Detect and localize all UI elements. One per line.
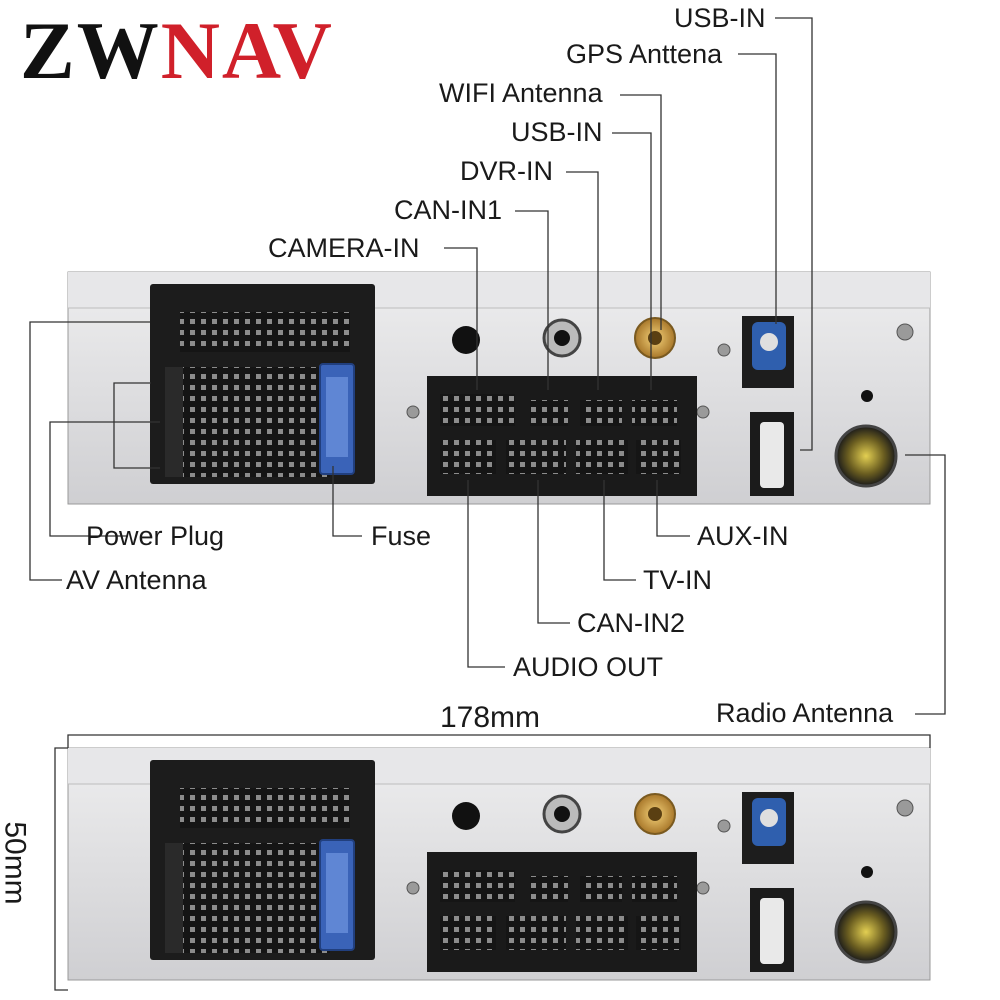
dimension-lines: [54, 734, 931, 991]
label-gps-antenna: GPS Anttena: [566, 39, 723, 69]
label-dvr-in: DVR-IN: [460, 156, 553, 186]
label-wifi-antenna: WIFI Antenna: [439, 78, 603, 108]
label-can-in1: CAN-IN1: [394, 195, 503, 225]
label-can-in2: CAN-IN2: [577, 608, 686, 638]
label-usb-in-2: USB-IN: [511, 117, 603, 147]
head-unit-bottom: [66, 746, 932, 982]
logo-part-nav: NAV: [160, 5, 334, 96]
label-aux-in: AUX-IN: [697, 521, 789, 551]
leader-lines: [29, 17, 946, 715]
label-audio-out: AUDIO OUT: [513, 652, 664, 682]
label-radio-antenna: Radio Antenna: [716, 698, 894, 728]
label-camera-in: CAMERA-IN: [268, 233, 420, 263]
label-tv-in: TV-IN: [643, 565, 713, 595]
dimension-width: 178mm: [440, 701, 541, 734]
dimension-height: 50mm: [0, 821, 32, 905]
logo-part-zw: ZW: [20, 5, 161, 96]
label-av-antenna: AV Antenna: [66, 565, 207, 595]
label-fuse: Fuse: [371, 521, 432, 551]
head-unit-top: [66, 270, 932, 506]
label-power-plug: Power Plug: [86, 521, 225, 551]
brand-logo: ZWNAV: [20, 10, 334, 92]
label-usb-in-top: USB-IN: [674, 3, 766, 33]
